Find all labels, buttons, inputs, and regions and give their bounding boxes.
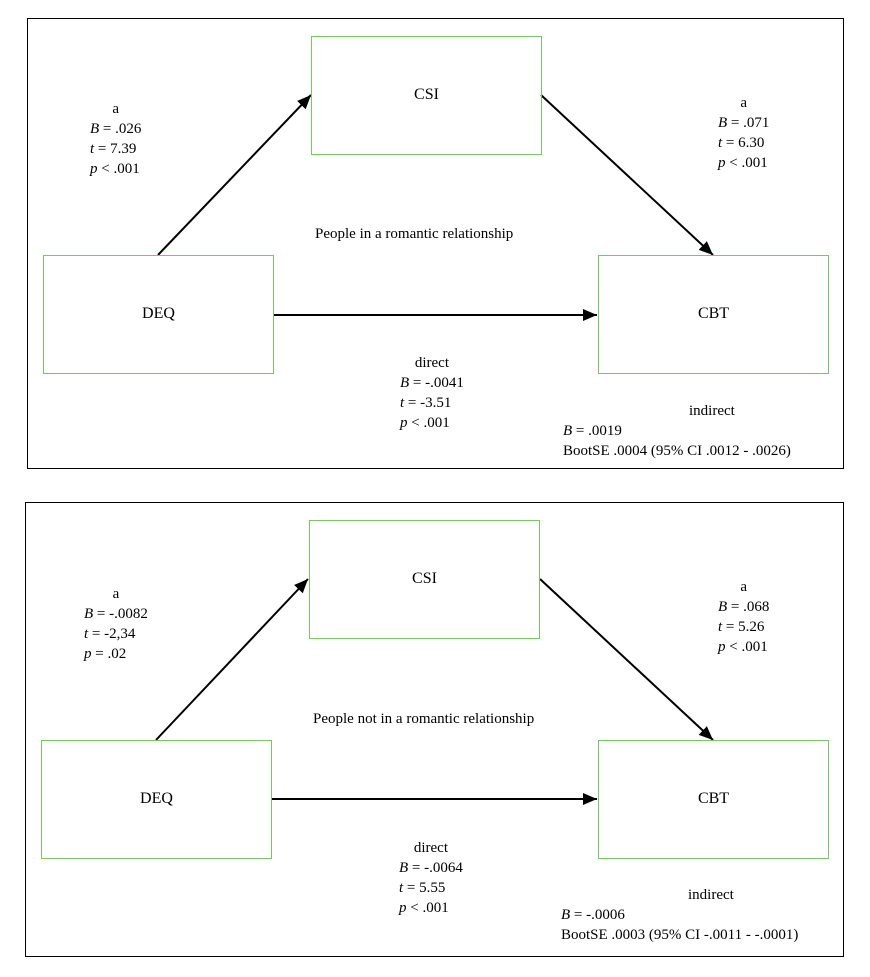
path-a-right-t: t = 5.26 <box>718 619 765 635</box>
indirect-bootse: BootSE .0003 (95% CI -.0011 - -.0001) <box>561 927 799 943</box>
node-csi: CSI <box>309 520 540 639</box>
node-deq: DEQ <box>41 740 272 859</box>
path-a-left-b: B = -.0082 <box>84 606 148 622</box>
path-a-right-b: B = .071 <box>718 115 770 131</box>
direct-b: B = -.0041 <box>400 375 464 391</box>
path-a-right-stats: a B = .071 t = 6.30 p < .001 <box>718 93 769 173</box>
node-cbt-label: CBT <box>697 305 730 322</box>
node-cbt: CBT <box>598 255 829 374</box>
indirect-b: B = .0019 <box>563 423 622 439</box>
mediation-panel-romantic: CSI DEQ CBT a B = .026 t = 7.39 p < .001… <box>27 18 844 469</box>
indirect-b: B = -.0006 <box>561 907 625 923</box>
direct-b: B = -.0064 <box>399 860 463 876</box>
path-a-left-label: a <box>112 101 120 117</box>
node-deq: DEQ <box>43 255 274 374</box>
direct-label: direct <box>413 840 449 856</box>
path-a-left-t: t = -2,34 <box>84 626 136 642</box>
indirect-label: indirect <box>688 887 734 903</box>
node-cbt-label: CBT <box>697 790 730 807</box>
direct-path-stats: direct B = -.0064 t = 5.55 p < .001 <box>399 838 463 918</box>
arrow-deq-to-csi <box>155 578 309 741</box>
path-a-right-label: a <box>740 95 748 111</box>
mediation-panel-not-romantic: CSI DEQ CBT a B = -.0082 t = -2,34 p = .… <box>25 502 844 957</box>
path-a-left-b: B = .026 <box>90 121 142 137</box>
arrows-layer <box>157 94 714 321</box>
path-a-left-t: t = 7.39 <box>90 141 137 157</box>
path-a-right-p: p < .001 <box>718 639 768 655</box>
path-a-left-stats: a B = -.0082 t = -2,34 p = .02 <box>84 584 148 664</box>
direct-p: p < .001 <box>399 900 449 916</box>
indirect-bootse: BootSE .0004 (95% CI .0012 - .0026) <box>563 443 791 459</box>
node-deq-label: DEQ <box>142 305 175 322</box>
node-csi-label: CSI <box>412 570 437 587</box>
path-a-right-t: t = 6.30 <box>718 135 765 151</box>
direct-t: t = 5.55 <box>399 880 446 896</box>
path-a-left-label: a <box>112 586 120 602</box>
arrow-csi-to-cbt <box>539 578 714 741</box>
node-csi-label: CSI <box>414 86 439 103</box>
path-a-left-p: p = .02 <box>84 646 127 662</box>
indirect-label: indirect <box>689 403 735 419</box>
direct-p: p < .001 <box>400 415 450 431</box>
node-deq-label: DEQ <box>140 790 173 807</box>
path-a-right-b: B = .068 <box>718 599 770 615</box>
arrows-layer <box>155 578 714 805</box>
direct-t: t = -3.51 <box>400 395 452 411</box>
group-label: People not in a romantic relationship <box>313 711 535 727</box>
path-a-left-p: p < .001 <box>90 161 140 177</box>
arrow-deq-to-csi <box>157 94 312 256</box>
node-csi: CSI <box>311 36 542 155</box>
group-label: People in a romantic relationship <box>315 226 514 242</box>
path-a-right-p: p < .001 <box>718 155 768 171</box>
direct-path-stats: direct B = -.0041 t = -3.51 p < .001 <box>400 353 464 433</box>
path-a-right-stats: a B = .068 t = 5.26 p < .001 <box>718 577 769 657</box>
path-a-left-stats: a B = .026 t = 7.39 p < .001 <box>90 99 141 179</box>
direct-label: direct <box>414 355 450 371</box>
path-a-right-label: a <box>740 579 748 595</box>
node-cbt: CBT <box>598 740 829 859</box>
arrow-csi-to-cbt <box>540 94 714 256</box>
